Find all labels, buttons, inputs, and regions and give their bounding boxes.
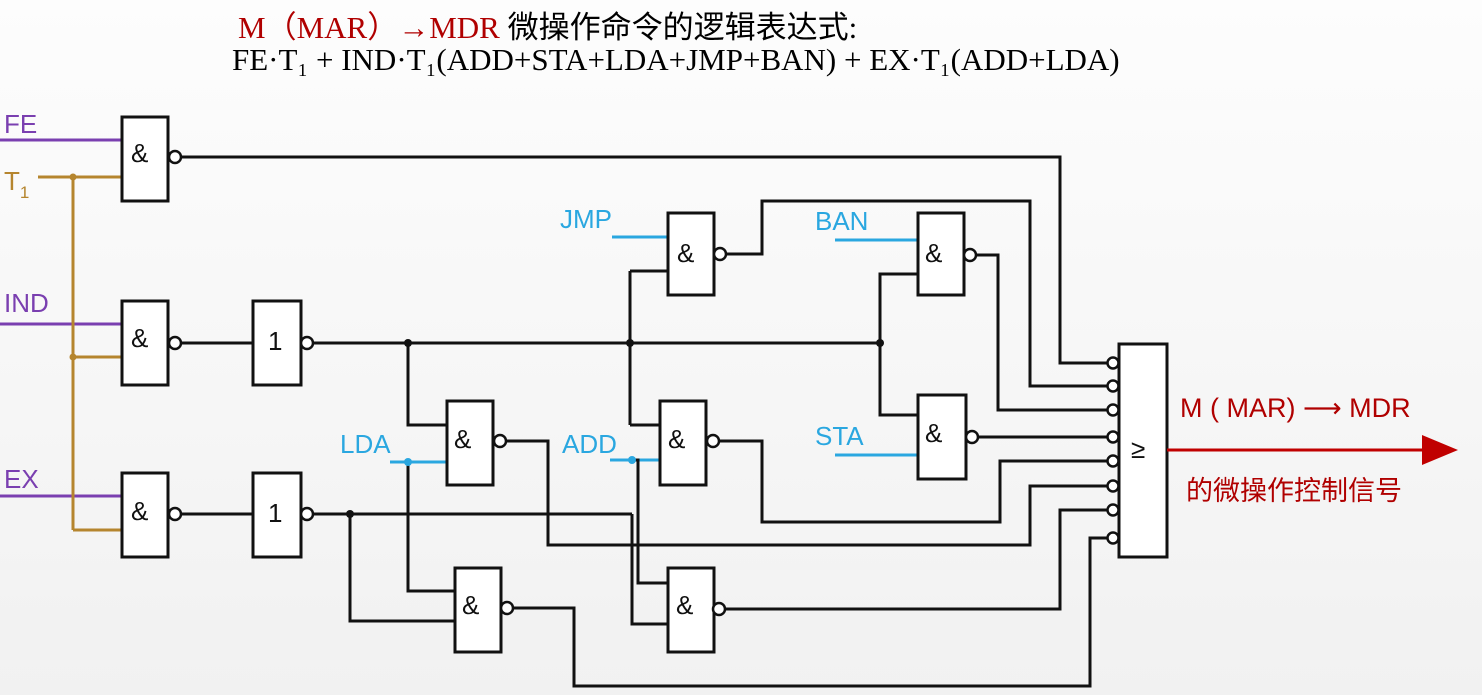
- svg-text:&: &: [925, 238, 942, 268]
- title-red-part: M（MAR）→MDR: [238, 10, 500, 45]
- not-gate-ex: 1: [251, 471, 315, 559]
- and-gate-add-ex: &: [666, 566, 727, 654]
- svg-text:&: &: [131, 496, 148, 526]
- t1-label: T1: [4, 166, 29, 202]
- and-gate-add-ind: &: [658, 399, 721, 487]
- add-label: ADD: [562, 429, 617, 459]
- and-gate-fe: &: [120, 115, 183, 203]
- svg-text:≥: ≥: [1131, 434, 1145, 464]
- and-gate-sta: &: [916, 393, 980, 481]
- ex-label: EX: [4, 464, 39, 494]
- and-gate-jmp: &: [666, 211, 728, 297]
- and-gate-ind: &: [120, 299, 183, 387]
- and-gate-lda-ind: &: [445, 399, 508, 487]
- title-rest: 微操作命令的逻辑表达式:: [499, 10, 858, 45]
- output-label: M ( MAR) ⟶ MDR: [1180, 393, 1411, 423]
- jmp-label: JMP: [560, 204, 612, 234]
- t1-bus: [38, 173, 122, 532]
- wire-junctions: [346, 339, 884, 518]
- not-gate-ind: 1: [251, 299, 315, 387]
- ban-label: BAN: [815, 206, 868, 236]
- sta-label: STA: [815, 421, 864, 451]
- svg-text:&: &: [131, 323, 148, 353]
- svg-text:&: &: [462, 590, 479, 620]
- svg-text:1: 1: [268, 498, 282, 528]
- output-caption: 的微操作控制信号: [1186, 476, 1402, 506]
- fe-label: FE: [4, 109, 37, 139]
- svg-text:&: &: [131, 138, 148, 168]
- svg-text:&: &: [677, 238, 694, 268]
- svg-text:&: &: [925, 418, 942, 448]
- svg-text:1: 1: [268, 326, 282, 356]
- or-gate: ≥: [1106, 342, 1169, 559]
- logic-expression: FE·T₁ + IND·T₁(ADD+STA+LDA+JMP+BAN) + EX…: [232, 42, 1120, 77]
- svg-text:&: &: [454, 424, 471, 454]
- lda-label: LDA: [340, 429, 391, 459]
- svg-text:&: &: [668, 424, 685, 454]
- and-gate-lda-ex: &: [453, 566, 515, 654]
- ind-label: IND: [4, 288, 49, 318]
- svg-text:&: &: [676, 590, 693, 620]
- and-gate-ban: &: [916, 211, 978, 297]
- page-title: M（MAR）→MDR 微操作命令的逻辑表达式:: [238, 2, 857, 47]
- circuit-wires: [181, 155, 1112, 688]
- and-gate-ex: &: [120, 471, 183, 559]
